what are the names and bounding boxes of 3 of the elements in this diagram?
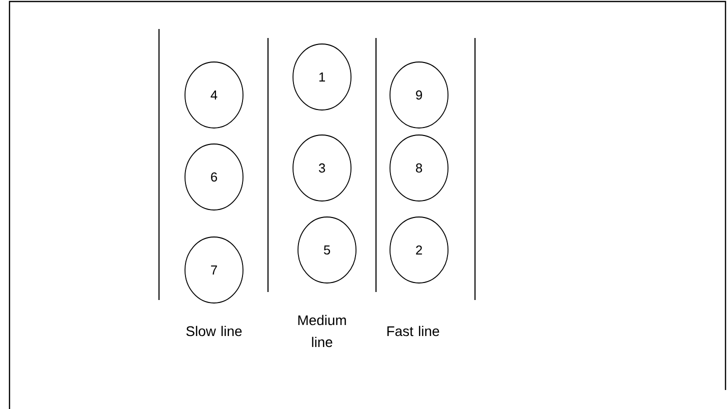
lane-label: Medium line (298, 314, 346, 348)
lane-label: Fast line (387, 326, 440, 336)
lane-label: Slow line (186, 326, 242, 336)
